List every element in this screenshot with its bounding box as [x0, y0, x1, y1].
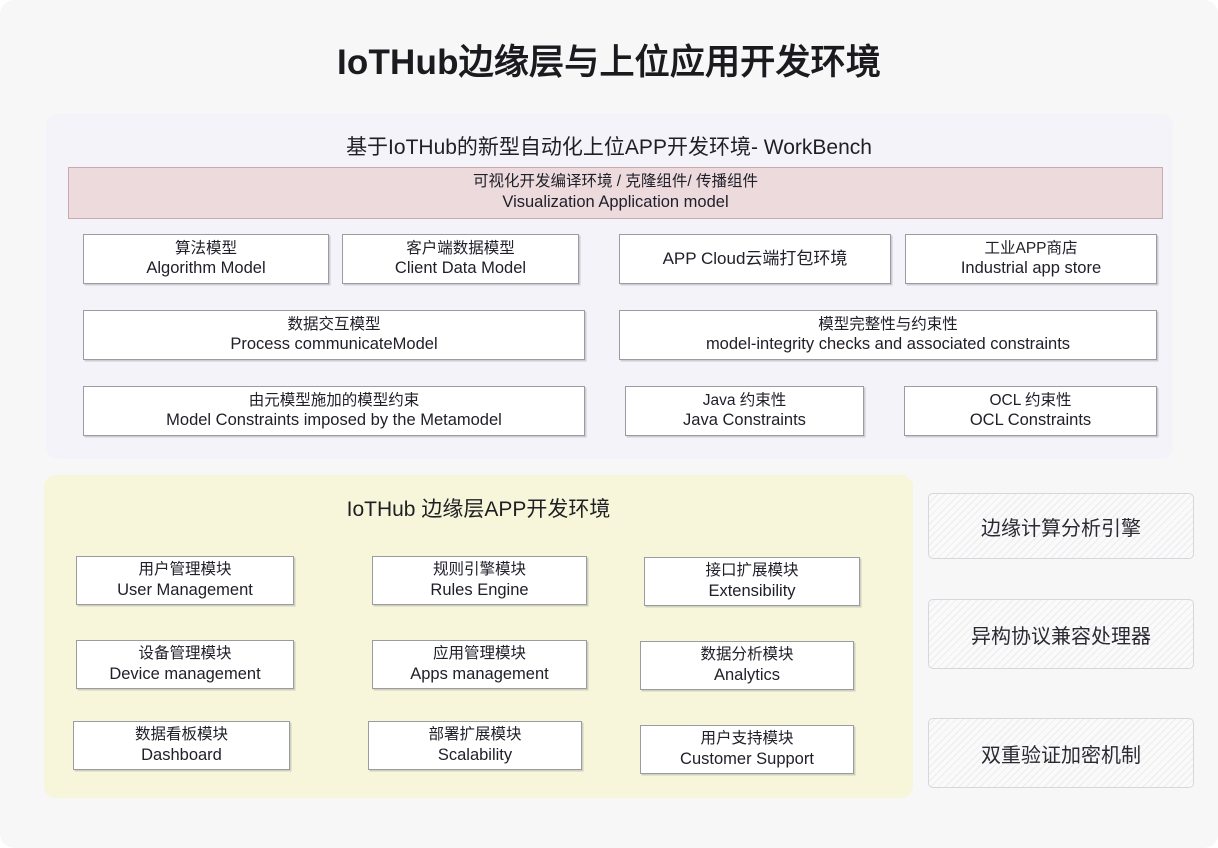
box-label-en: Dashboard [141, 745, 222, 764]
box-label-zh: 模型完整性与约束性 [818, 315, 958, 333]
box-label-en: Industrial app store [960, 259, 1102, 278]
box-label-zh: 由元模型施加的模型约束 [248, 391, 420, 409]
box-label-en: Apps management [410, 664, 549, 683]
service-box-protocol-compatibility[interactable]: 异构协议兼容处理器 [928, 599, 1194, 669]
edge-layer-heading: IoTHub 边缘层APP开发环境 [346, 498, 611, 521]
box-label-en: Algorithm Model [146, 259, 266, 278]
box-label-en: Analytics [713, 665, 781, 684]
box-label-zh: 用户管理模块 [138, 561, 232, 579]
workbench-box-client-data-model[interactable]: 客户端数据模型 Client Data Model [342, 234, 579, 284]
edge-box-extensibility[interactable]: 接口扩展模块 Extensibility [644, 557, 860, 606]
service-label: 双重验证加密机制 [981, 744, 1141, 767]
workbench-box-app-cloud[interactable]: APP Cloud云端打包环境 [619, 234, 891, 284]
edge-box-scalability[interactable]: 部署扩展模块 Scalability [368, 721, 582, 770]
workbench-box-industrial-app-store[interactable]: 工业APP商店 Industrial app store [905, 234, 1157, 284]
box-label-en: Extensibility [708, 581, 796, 600]
box-label-en: OCL Constraints [969, 411, 1092, 430]
box-label-zh: Java 约束性 [702, 391, 787, 409]
box-label-en: Scalability [437, 745, 513, 764]
box-label-zh: 应用管理模块 [432, 645, 526, 663]
box-label-zh: 数据看板模块 [134, 726, 228, 744]
box-label-zh: 客户端数据模型 [406, 239, 515, 257]
box-label-en: Process communicateModel [230, 335, 438, 354]
service-box-edge-computing-engine[interactable]: 边缘计算分析引擎 [928, 493, 1194, 559]
box-label-zh: 规则引擎模块 [432, 561, 526, 579]
box-label-en: Device management [109, 664, 261, 683]
box-label-zh: 接口扩展模块 [705, 562, 799, 580]
box-label-en: model-integrity checks and associated co… [705, 335, 1071, 354]
box-label-zh: 部署扩展模块 [428, 726, 522, 744]
banner-label-en: Visualization Application model [502, 193, 729, 212]
workbench-box-process-communicate-model[interactable]: 数据交互模型 Process communicateModel [83, 310, 585, 360]
service-box-dual-auth-encryption[interactable]: 双重验证加密机制 [928, 718, 1194, 788]
edge-box-apps-management[interactable]: 应用管理模块 Apps management [372, 640, 587, 689]
service-label: 边缘计算分析引擎 [981, 517, 1141, 540]
workbench-box-java-constraints[interactable]: Java 约束性 Java Constraints [625, 386, 864, 436]
edge-box-customer-support[interactable]: 用户支持模块 Customer Support [640, 725, 854, 774]
box-label-zh: 数据交互模型 [287, 315, 381, 333]
box-label-en: APP Cloud云端打包环境 [662, 249, 848, 269]
page-title: IoTHub边缘层与上位应用开发环境 [336, 43, 882, 82]
box-label-zh: OCL 约束性 [989, 391, 1072, 409]
edge-box-rules-engine[interactable]: 规则引擎模块 Rules Engine [372, 556, 587, 605]
workbench-heading: 基于IoTHub的新型自动化上位APP开发环境- WorkBench [346, 136, 872, 159]
box-label-zh: 工业APP商店 [984, 239, 1078, 257]
service-label: 异构协议兼容处理器 [971, 625, 1151, 648]
box-label-en: Rules Engine [430, 580, 529, 599]
workbench-box-algorithm-model[interactable]: 算法模型 Algorithm Model [83, 234, 329, 284]
box-label-en: Model Constraints imposed by the Metamod… [166, 411, 502, 430]
visualization-application-banner[interactable]: 可视化开发编译环境 / 克隆组件/ 传播组件 Visualization App… [68, 167, 1163, 219]
box-label-zh: 算法模型 [174, 239, 237, 257]
edge-box-user-management[interactable]: 用户管理模块 User Management [76, 556, 294, 605]
workbench-box-ocl-constraints[interactable]: OCL 约束性 OCL Constraints [904, 386, 1157, 436]
workbench-box-model-integrity[interactable]: 模型完整性与约束性 model-integrity checks and ass… [619, 310, 1157, 360]
banner-label-zh: 可视化开发编译环境 / 克隆组件/ 传播组件 [472, 173, 759, 191]
workbench-box-metamodel-constraints[interactable]: 由元模型施加的模型约束 Model Constraints imposed by… [83, 386, 585, 436]
box-label-en: User Management [117, 580, 253, 599]
box-label-en: Customer Support [680, 749, 814, 768]
edge-box-analytics[interactable]: 数据分析模块 Analytics [640, 641, 854, 690]
box-label-zh: 数据分析模块 [700, 646, 794, 664]
box-label-zh: 设备管理模块 [138, 645, 232, 663]
box-label-en: Client Data Model [394, 259, 527, 278]
edge-box-device-management[interactable]: 设备管理模块 Device management [76, 640, 294, 689]
box-label-zh: 用户支持模块 [700, 730, 794, 748]
edge-box-dashboard[interactable]: 数据看板模块 Dashboard [73, 721, 290, 770]
box-label-en: Java Constraints [683, 411, 806, 430]
